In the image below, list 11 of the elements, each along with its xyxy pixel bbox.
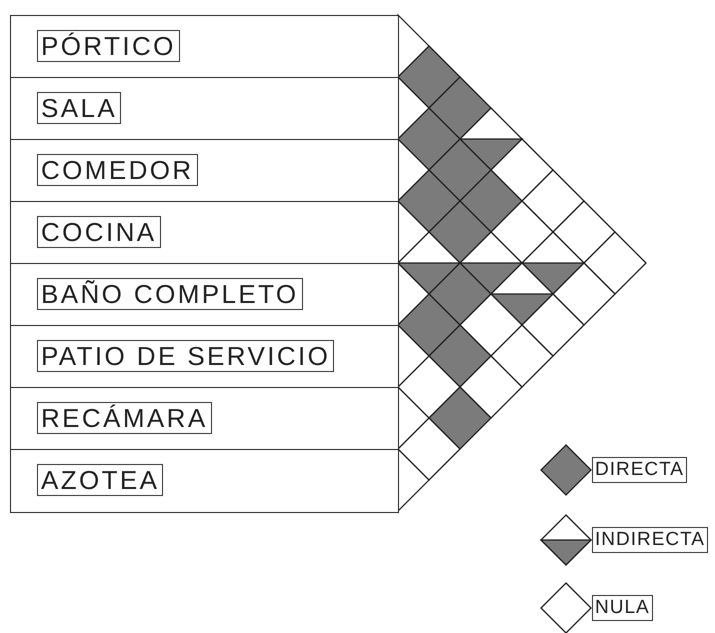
room-label: PATIO DE SERVICIO — [37, 340, 334, 372]
room-label: BAÑO COMPLETO — [37, 278, 303, 310]
room-label: PÓRTICO — [37, 30, 180, 62]
legend-label: INDIRECTA — [592, 527, 708, 553]
room-label: RECÁMARA — [37, 402, 212, 434]
room-label: COMEDOR — [37, 154, 198, 186]
room-label: AZOTEA — [37, 464, 164, 496]
legend-label: NULA — [592, 595, 653, 621]
legend-label: DIRECTA — [592, 457, 687, 483]
room-label: SALA — [37, 92, 122, 124]
room-label: COCINA — [37, 216, 161, 248]
